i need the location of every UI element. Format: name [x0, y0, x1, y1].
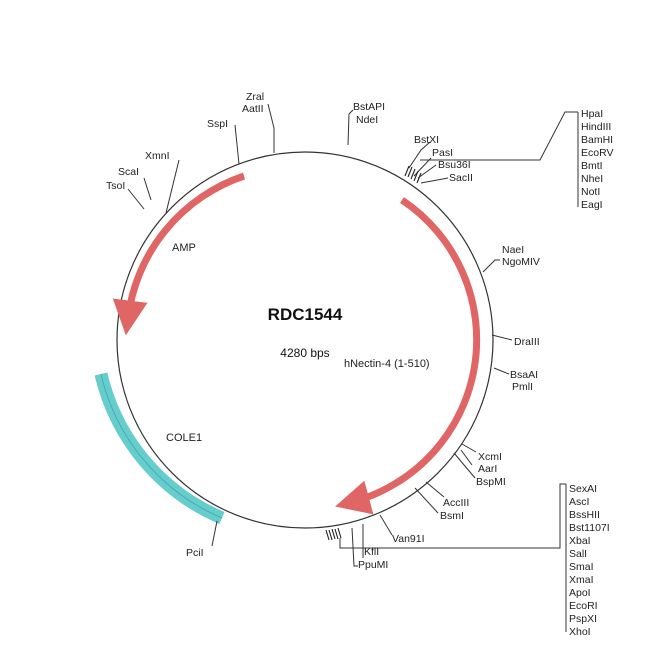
plasmid-backbone: [116, 151, 494, 529]
site-label: AatII: [242, 103, 264, 115]
site-label: Bsu36I: [438, 159, 471, 171]
site-label: ApoI: [569, 587, 591, 599]
site-label: XmnI: [145, 150, 170, 162]
site-label: XmaI: [569, 574, 594, 586]
mcs-brackets: [565, 112, 579, 632]
site-ticks: [127, 103, 578, 567]
site-label: XcmI: [478, 451, 502, 463]
site-label: BspMI: [476, 476, 506, 488]
site-label: PpuMI: [358, 559, 388, 571]
site-label: AscI: [569, 496, 589, 508]
site-label: BstAPI: [353, 101, 385, 113]
feature-hnectin4-arrow[interactable]: [335, 197, 481, 515]
site-label: NotI: [581, 186, 600, 198]
site-label: KflI: [364, 546, 379, 558]
site-label: SacII: [449, 172, 473, 184]
site-label: BsmI: [440, 510, 464, 522]
site-label: NaeI: [502, 244, 524, 256]
site-label: SalI: [569, 548, 587, 560]
site-label: DraIII: [514, 336, 540, 348]
restriction-site-labels: Zral AatII SspI XmnI ScaI TsoI BstAPI Nd…: [106, 91, 614, 638]
site-label: SexAI: [569, 483, 597, 495]
site-label: NheI: [581, 173, 603, 185]
site-label: EagI: [581, 199, 603, 211]
feature-label-amp: AMP: [172, 242, 196, 254]
site-label: BsaAI: [510, 369, 538, 381]
site-label: Van91I: [392, 533, 425, 545]
site-label: PmlI: [512, 381, 533, 393]
site-label: BamHI: [581, 134, 613, 146]
site-label: HindIII: [581, 121, 611, 133]
plasmid-name: RDC1544: [268, 305, 343, 324]
site-label: BmtI: [581, 160, 603, 172]
site-label: AarI: [478, 463, 497, 475]
feature-label-hnectin4: hNectin-4 (1-510): [344, 358, 430, 370]
plasmid-size: 4280 bps: [280, 346, 329, 360]
feature-label-cole1: COLE1: [166, 432, 202, 444]
site-label: XbaI: [569, 535, 591, 547]
mcs-top-hatch: [404, 165, 422, 184]
site-label: Bst1107I: [569, 522, 610, 534]
mcs-bottom-hatch: [325, 527, 342, 541]
feature-amp-arrow[interactable]: [112, 172, 246, 336]
site-label: Zral: [246, 91, 264, 103]
site-label: BstXI: [414, 134, 439, 146]
site-label: HpaI: [581, 108, 603, 120]
site-label: ScaI: [118, 166, 139, 178]
site-label: PspXI: [569, 613, 597, 625]
site-label: SspI: [207, 118, 228, 130]
feature-cole1-arc[interactable]: [94, 372, 225, 524]
site-label: NdeI: [356, 114, 378, 126]
site-label: EcoRI: [569, 600, 598, 612]
site-label: NgoMIV: [502, 256, 540, 268]
site-label: BssHII: [569, 509, 600, 521]
site-label: PasI: [432, 147, 453, 159]
site-label: SmaI: [569, 561, 594, 573]
site-label: AccIII: [443, 497, 469, 509]
site-label: PciI: [186, 547, 204, 559]
site-label: XhoI: [569, 626, 591, 638]
site-label: TsoI: [106, 180, 125, 192]
site-label: EcoRV: [581, 147, 614, 159]
